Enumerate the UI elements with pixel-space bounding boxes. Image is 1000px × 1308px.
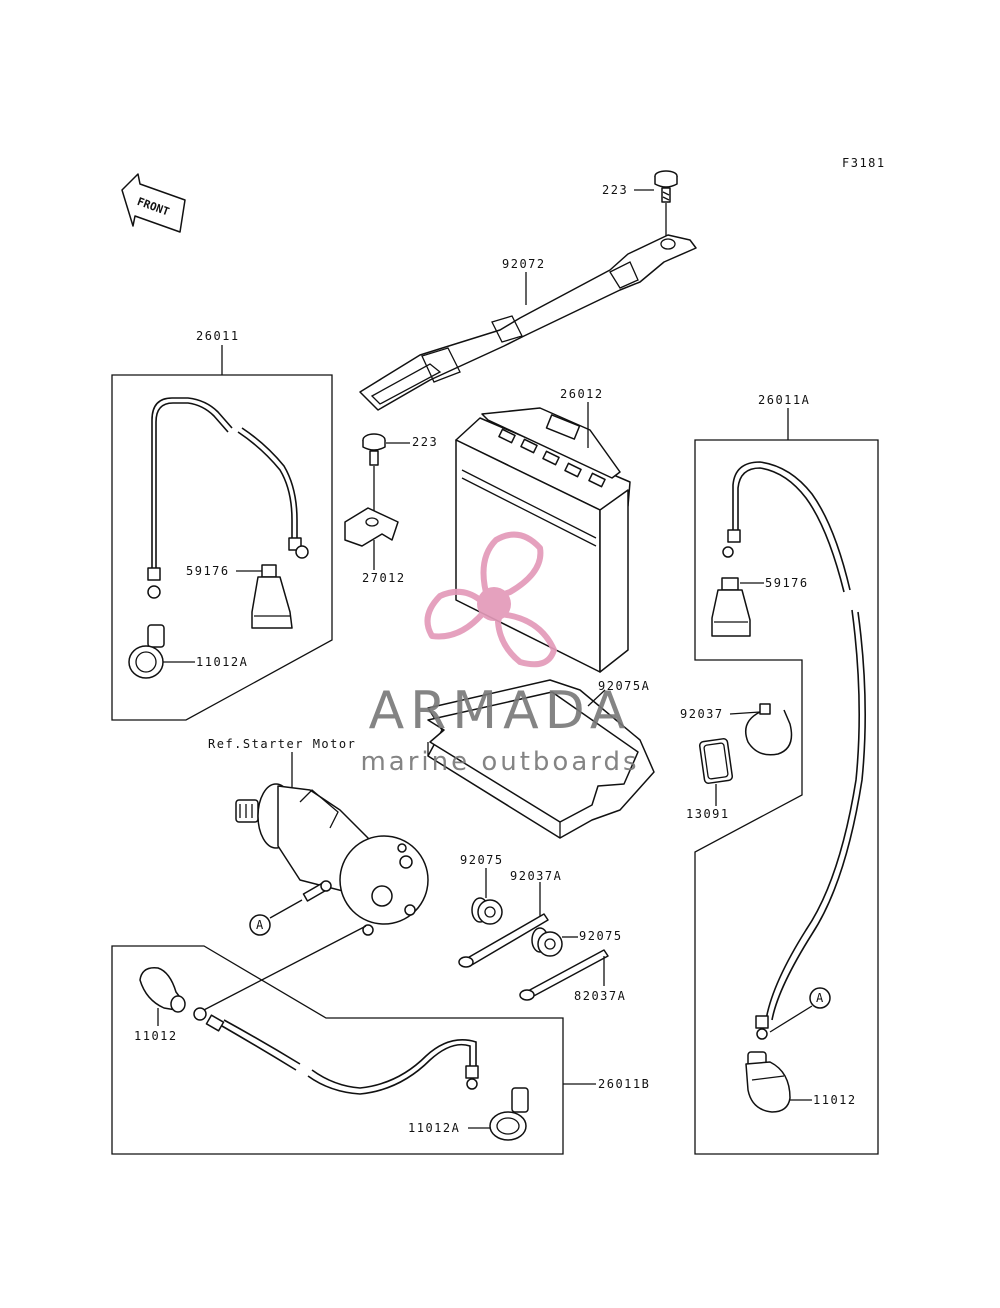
- cable-tie-82037A: [519, 949, 609, 1001]
- label-92075-b: 92075: [579, 929, 623, 943]
- grommet-92075-a: [471, 897, 503, 925]
- label-11012-right: 11012: [813, 1093, 857, 1107]
- label-26011: 26011: [196, 329, 240, 343]
- cap-59176-left: [251, 564, 293, 629]
- front-arrow-icon: FRONT: [121, 173, 186, 233]
- starter-ref-label: Ref.Starter Motor: [208, 737, 356, 751]
- label-92037: 92037: [680, 707, 724, 721]
- label-92075A: 92075A: [598, 679, 650, 693]
- leader-ref-a-left: [269, 899, 303, 919]
- label-92037A-a: 92037A: [510, 869, 562, 883]
- label-92075-a: 92075: [460, 853, 504, 867]
- grommet-92075-b: [531, 927, 563, 957]
- label-59176-right: 59176: [765, 576, 809, 590]
- clamp-92037: [745, 703, 793, 756]
- cover-11012-right: [745, 1051, 791, 1113]
- label-223-top: 223: [602, 183, 628, 197]
- cable-26011: [147, 397, 309, 599]
- tray-92075A: [427, 679, 655, 839]
- frame-26011A: [694, 439, 879, 1155]
- armada-logo-icon: [424, 531, 557, 668]
- label-26011B: 26011B: [598, 1077, 650, 1091]
- bolt-223-mid: [362, 433, 386, 512]
- ref-a-left: A: [256, 918, 265, 932]
- label-26012: 26012: [560, 387, 604, 401]
- cover-11012-left: [139, 967, 186, 1013]
- cable-tie-92037A-a: [458, 913, 549, 968]
- ref-circle-a-left: [249, 914, 271, 936]
- leader-ref-a-right: [769, 1005, 813, 1033]
- ref-a-right: A: [816, 991, 825, 1005]
- label-27012: 27012: [362, 571, 406, 585]
- label-92072: 92072: [502, 257, 546, 271]
- label-13091: 13091: [686, 807, 730, 821]
- starter-motor: [235, 783, 429, 936]
- label-11012-left: 11012: [134, 1029, 178, 1043]
- pad-13091: [698, 738, 734, 784]
- label-223-mid: 223: [412, 435, 438, 449]
- figure-code: F3181: [842, 156, 886, 170]
- cable-26011B: [193, 925, 479, 1095]
- watermark-brand: ARMADA: [369, 681, 632, 741]
- label-59176-left: 59176: [186, 564, 230, 578]
- leader-92075A: [587, 689, 606, 707]
- watermark-tagline: marine outboards: [360, 747, 639, 777]
- label-82037A: 82037A: [574, 989, 626, 1003]
- label-26011A: 26011A: [758, 393, 810, 407]
- ref-circle-a-right: [809, 987, 831, 1009]
- cable-26011A: [722, 461, 866, 1040]
- label-11012A-left: 11012A: [196, 655, 248, 669]
- frame-26011: [111, 374, 333, 721]
- battery-strap-92072: [359, 234, 697, 411]
- cover-11012A-left: [128, 624, 165, 679]
- label-11012A-bottom: 11012A: [408, 1121, 460, 1135]
- cap-59176-right: [711, 577, 751, 637]
- bracket-27012: [344, 507, 399, 547]
- leader-92037: [729, 711, 761, 715]
- frame-26011B: [111, 945, 564, 1155]
- cover-11012A-bottom: [489, 1087, 529, 1141]
- bolt-223-top: [654, 170, 678, 240]
